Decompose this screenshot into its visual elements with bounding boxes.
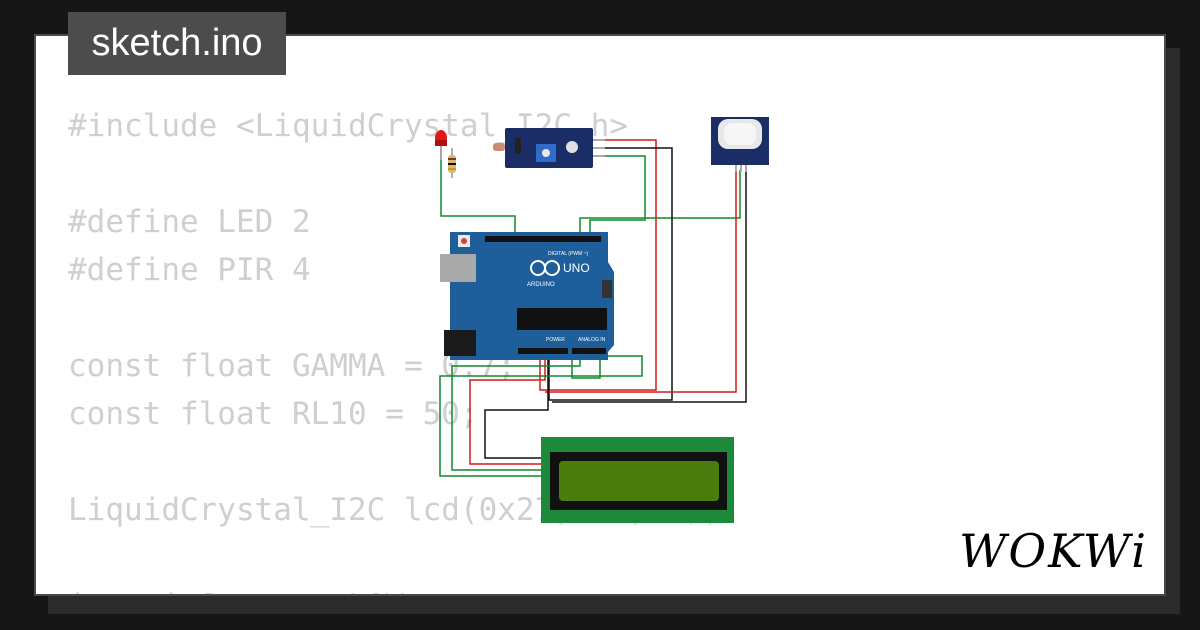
power-label: POWER [546, 337, 565, 343]
led [435, 130, 447, 160]
code-line: #define LED 2 [68, 204, 311, 240]
wire-pir-gnd [552, 170, 747, 403]
wire-pir-vcc [545, 170, 737, 393]
wire-ldr-out [589, 155, 646, 236]
wokwi-logo[interactable]: WOKWi [959, 524, 1148, 578]
photoresistor-module [493, 128, 605, 168]
analog-label: ANALOG IN [578, 337, 606, 343]
wire-ldr-analog [571, 356, 601, 379]
wire-lcd-gnd [484, 360, 549, 459]
wire-ldr-vcc [539, 139, 657, 391]
code-background: #include <LiquidCrystal_I2C.h> #define L… [68, 102, 721, 594]
code-line: const float RL10 = 50; [68, 396, 479, 432]
code-line: #define PIR 4 [68, 252, 311, 288]
wire-lcd-sda [451, 356, 581, 471]
board-brand: ARDUINO [527, 282, 555, 288]
file-tab[interactable]: sketch.ino [68, 12, 286, 75]
wire-ldr-gnd [548, 147, 673, 401]
resistor [448, 148, 456, 178]
wire-pir-out [579, 170, 741, 236]
arduino-uno: UNO ARDUINO DIGITAL (PWM ~) POWER ANALOG… [440, 232, 614, 360]
wire-led [440, 160, 516, 236]
wire-lcd-vcc [469, 360, 546, 465]
code-line: int pirState = LOW; [68, 588, 423, 594]
digital-label: DIGITAL (PWM ~) [548, 251, 588, 257]
pir-sensor [711, 117, 769, 172]
lcd-display [541, 437, 734, 523]
board-name: UNO [563, 261, 590, 275]
wires [439, 139, 747, 477]
wire-lcd-scl [439, 355, 643, 477]
